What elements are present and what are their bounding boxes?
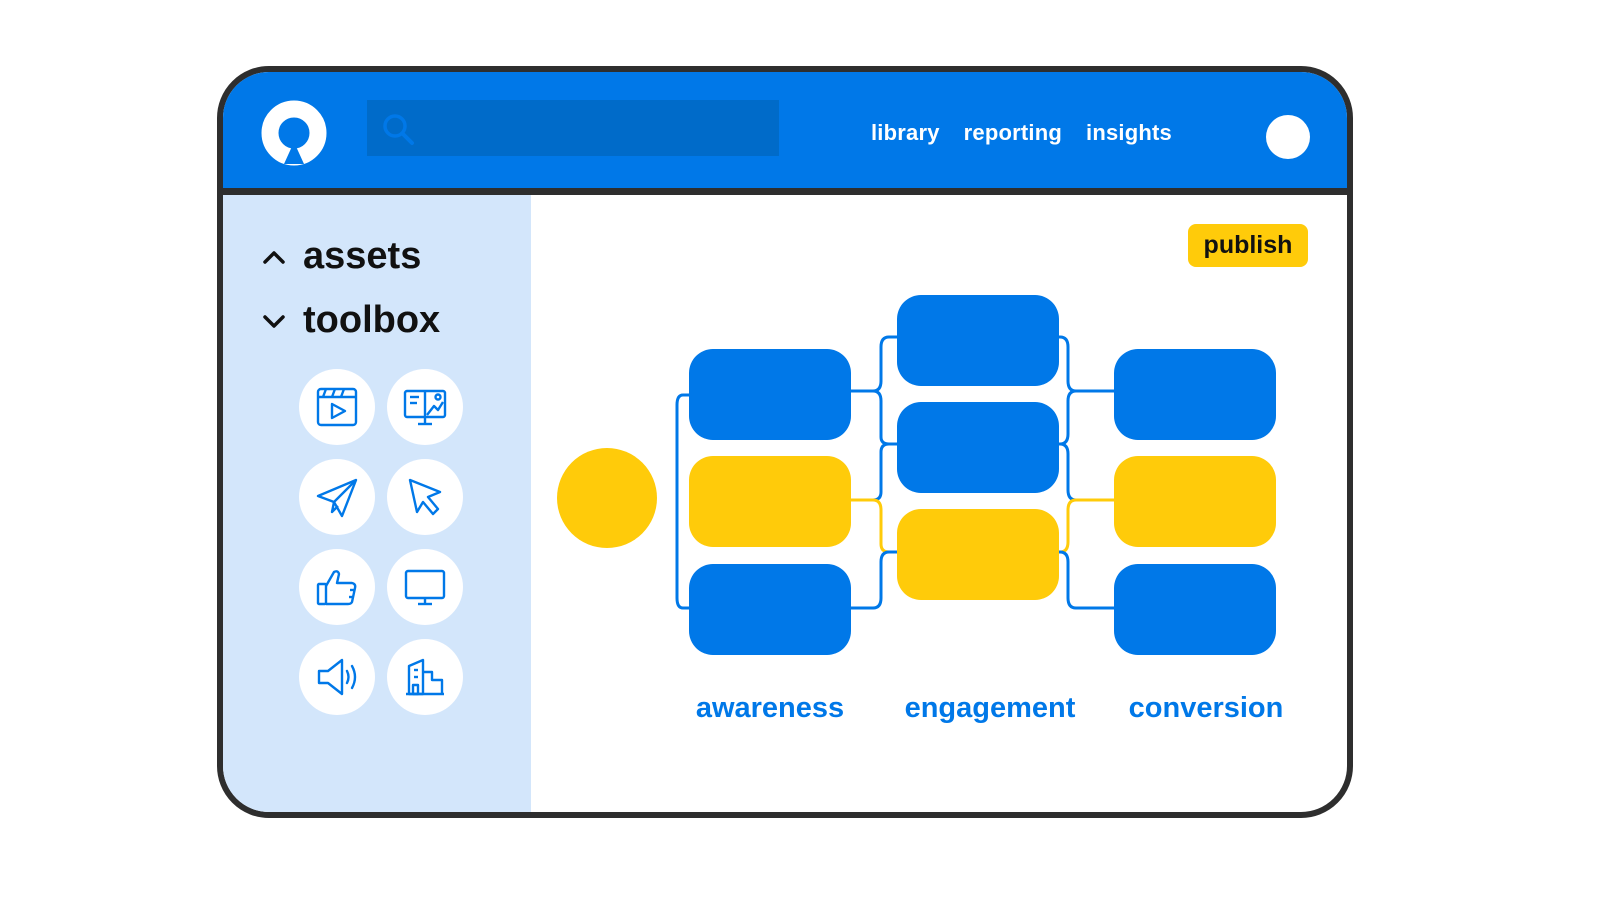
- avatar[interactable]: [1266, 115, 1310, 159]
- nav-library[interactable]: library: [871, 120, 940, 145]
- publish-button[interactable]: publish: [1188, 224, 1308, 267]
- toolbox-grid: [299, 369, 463, 715]
- sidebar: assets toolbox: [223, 195, 531, 812]
- nav-insights[interactable]: insights: [1086, 120, 1172, 145]
- tool-like[interactable]: [299, 549, 375, 625]
- video-player-icon: [316, 387, 358, 427]
- cursor-click-icon: [408, 478, 442, 516]
- display-ad-icon: [403, 389, 447, 426]
- sidebar-section-label: assets: [303, 235, 422, 277]
- flow-node-active: [1114, 456, 1276, 547]
- tool-send[interactable]: [299, 459, 375, 535]
- buildings-icon: [406, 658, 444, 696]
- sidebar-section-toolbox[interactable]: toolbox: [261, 299, 440, 342]
- search-input[interactable]: [425, 100, 769, 158]
- app-logo-icon[interactable]: [259, 98, 329, 168]
- funnel-flow-diagram: [557, 295, 1276, 655]
- tool-video[interactable]: [299, 369, 375, 445]
- flow-node: [897, 295, 1059, 386]
- flow-node: [897, 402, 1059, 493]
- tool-click[interactable]: [387, 459, 463, 535]
- search-icon[interactable]: [381, 112, 415, 146]
- sidebar-section-assets[interactable]: assets: [261, 235, 421, 278]
- awareness-column: [689, 349, 851, 655]
- chevron-up-icon: [263, 250, 285, 264]
- flow-node: [689, 349, 851, 440]
- tool-display[interactable]: [387, 369, 463, 445]
- conversion-column: [1114, 349, 1276, 655]
- top-nav: library reporting insights: [871, 120, 1196, 146]
- flow-node: [689, 564, 851, 655]
- presentation-screen-icon: [404, 569, 446, 606]
- flow-node-active: [897, 509, 1059, 600]
- stage-label-conversion: conversion: [1128, 692, 1284, 724]
- stage-label-awareness: awareness: [695, 692, 845, 724]
- engagement-column: [897, 295, 1059, 600]
- flow-node: [1114, 564, 1276, 655]
- tool-present[interactable]: [387, 549, 463, 625]
- nav-reporting[interactable]: reporting: [963, 120, 1063, 145]
- top-bar: library reporting insights: [223, 72, 1347, 195]
- sidebar-section-label: toolbox: [303, 299, 441, 341]
- search-bar[interactable]: [367, 100, 779, 158]
- thumbs-up-icon: [316, 570, 357, 606]
- megaphone-icon: [317, 658, 357, 696]
- tool-announce[interactable]: [299, 639, 375, 715]
- paper-plane-icon: [316, 478, 358, 518]
- stage-label-engagement: engagement: [904, 692, 1076, 724]
- flow-node: [1114, 349, 1276, 440]
- start-node: [557, 448, 657, 548]
- flow-node-active: [689, 456, 851, 547]
- tool-company[interactable]: [387, 639, 463, 715]
- chevron-down-icon: [263, 314, 285, 328]
- app-window: library reporting insights assets toolbo…: [217, 66, 1353, 818]
